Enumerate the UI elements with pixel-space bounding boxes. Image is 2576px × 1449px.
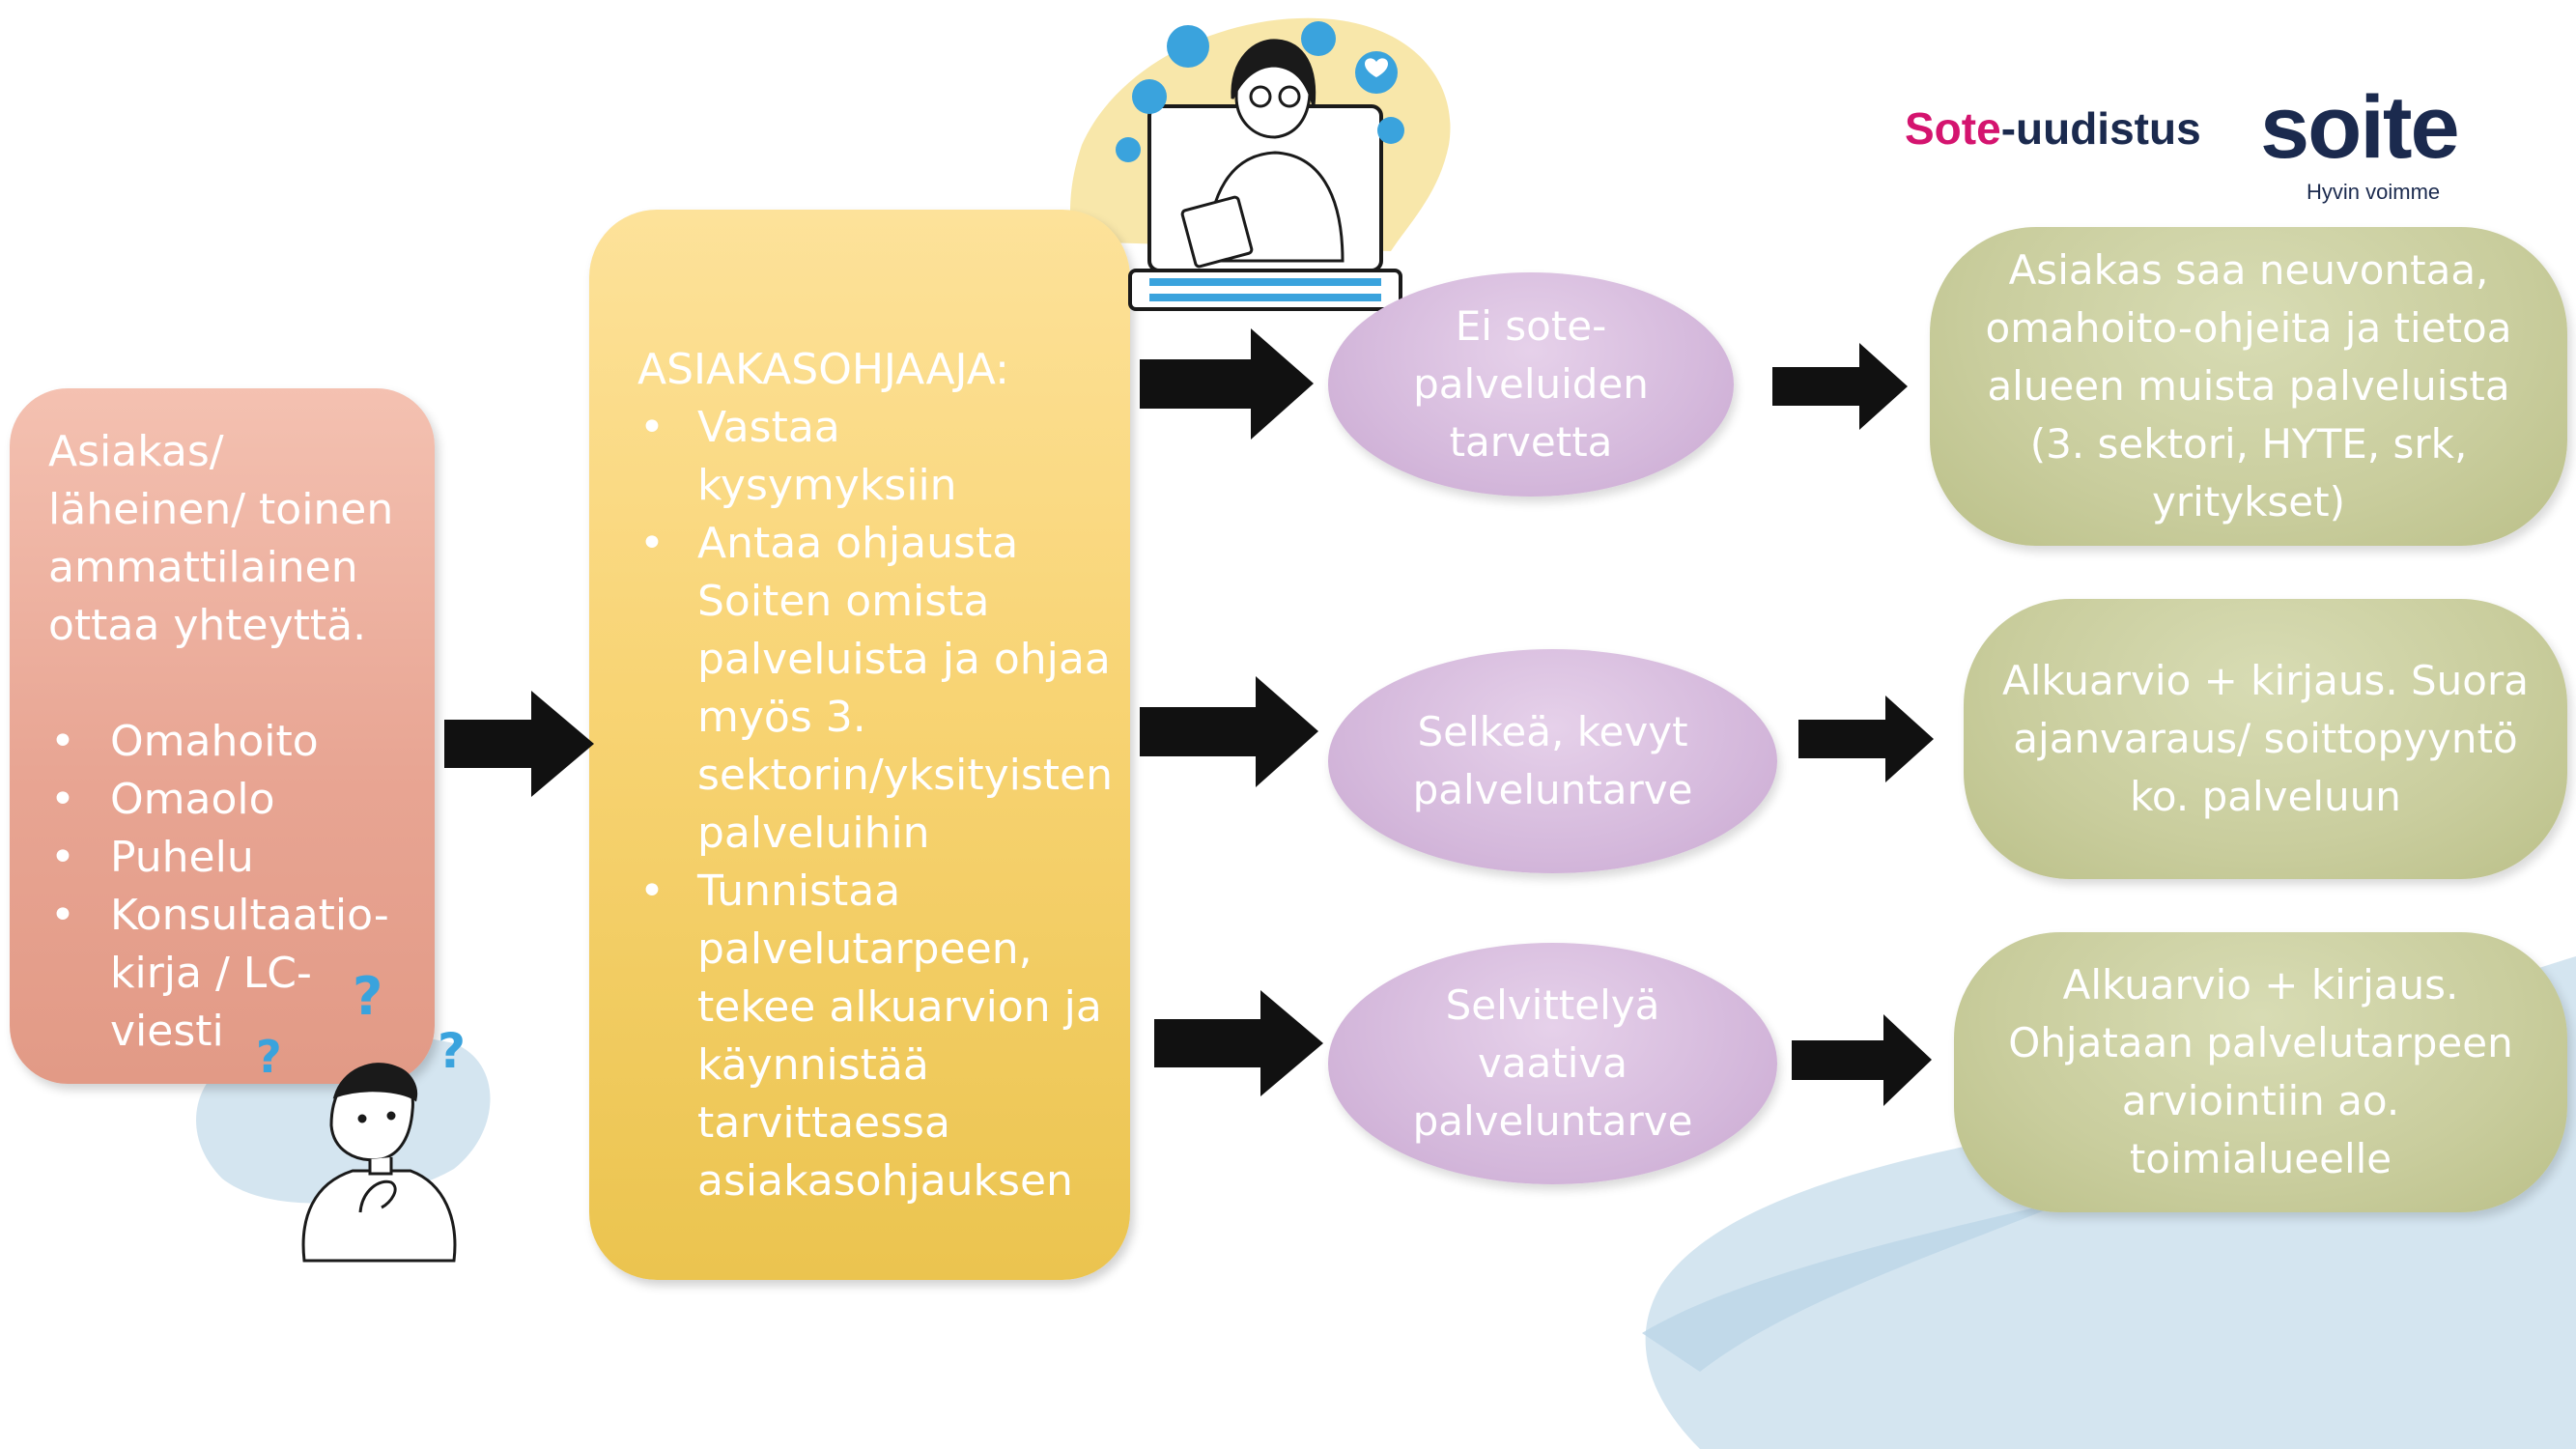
arrow-need-light-to-result	[1798, 696, 1934, 782]
pill-icon	[1301, 21, 1336, 56]
need-light-label: Selkeä, kevyt palveluntarve	[1412, 708, 1693, 813]
sote-logo-prefix: Sote	[1905, 103, 2001, 154]
guide-title: ASIAKASOHJAAJA:	[637, 345, 1009, 394]
doctor-icon	[1180, 39, 1345, 269]
result-light-text: Alkuarvio + kirjaus. Suora ajanvaraus/ s…	[2001, 657, 2529, 820]
guide-task-item: Vastaa kysymyksiin	[637, 399, 1111, 515]
question-mark-icon: ?	[353, 966, 382, 1027]
asiakasohjaaja-box: ASIAKASOHJAAJA: Vastaa kysymyksiin Antaa…	[589, 210, 1130, 1280]
question-mark-icon: ?	[438, 1023, 466, 1079]
contact-channel-item: Omaolo	[48, 771, 406, 829]
contact-box: Asiakas/ läheinen/ toinen ammattilainen …	[10, 388, 435, 1084]
guide-task-item: Tunnistaa palvelutarpeen, tekee alkuarvi…	[637, 863, 1111, 1210]
doctor-laptop-illustration	[1116, 21, 1404, 311]
need-none-label: Ei sote-palveluiden tarvetta	[1413, 302, 1649, 466]
drop-icon	[1377, 117, 1404, 144]
result-none-box: Asiakas saa neuvontaa, omahoito-ohjeita …	[1930, 227, 2567, 546]
result-complex-text: Alkuarvio + kirjaus. Ohjataan palvelutar…	[2008, 961, 2513, 1182]
result-light-box: Alkuarvio + kirjaus. Suora ajanvaraus/ s…	[1964, 599, 2567, 879]
arrow-guide-to-need-none	[1140, 328, 1314, 440]
blue-brush-streak	[1642, 1198, 2077, 1372]
arrow-guide-to-need-light	[1140, 676, 1318, 787]
need-complex-label: Selvittelyä vaativa palveluntarve	[1412, 981, 1693, 1145]
contact-channel-item: Omahoito	[48, 713, 406, 771]
arrow-contact-to-guide	[444, 691, 594, 797]
test-tube-icon	[1167, 25, 1209, 68]
person-icon	[301, 1063, 457, 1263]
question-mark-icon: ?	[256, 1031, 282, 1083]
soite-tagline: Hyvin voimme	[2307, 180, 2441, 204]
arrow-need-complex-to-result	[1792, 1014, 1932, 1106]
contact-channel-item: Puhelu	[48, 829, 406, 887]
guide-task-item: Antaa ohjausta Soiten omista palveluista…	[637, 515, 1113, 863]
need-none-ellipse: Ei sote-palveluiden tarvetta	[1328, 272, 1734, 497]
result-none-text: Asiakas saa neuvontaa, omahoito-ohjeita …	[1985, 246, 2512, 526]
arrow-need-none-to-result	[1772, 343, 1908, 430]
contact-channel-item: Konsultaatio-kirja / LC-viesti	[48, 887, 406, 1061]
sote-uudistus-logo: Sote-uudistus	[1905, 102, 2201, 155]
oxygen-icon	[1116, 137, 1141, 162]
need-complex-ellipse: Selvittelyä vaativa palveluntarve	[1328, 943, 1777, 1184]
eye-icon	[1132, 79, 1167, 114]
confused-person-illustration: ? ? ?	[256, 966, 466, 1263]
sote-logo-suffix: -uudistus	[2000, 103, 2201, 154]
need-light-ellipse: Selkeä, kevyt palveluntarve	[1328, 649, 1777, 873]
contact-channel-list: Omahoito Omaolo Puhelu Konsultaatio-kirj…	[48, 713, 406, 1061]
guide-task-list: Vastaa kysymyksiin Antaa ohjausta Soiten…	[637, 399, 1113, 1210]
result-complex-box: Alkuarvio + kirjaus. Ohjataan palvelutar…	[1954, 932, 2567, 1212]
soite-logo: soite	[2260, 78, 2460, 177]
contact-intro: Asiakas/ läheinen/ toinen ammattilainen …	[48, 427, 394, 650]
arrow-guide-to-need-complex	[1154, 990, 1323, 1096]
